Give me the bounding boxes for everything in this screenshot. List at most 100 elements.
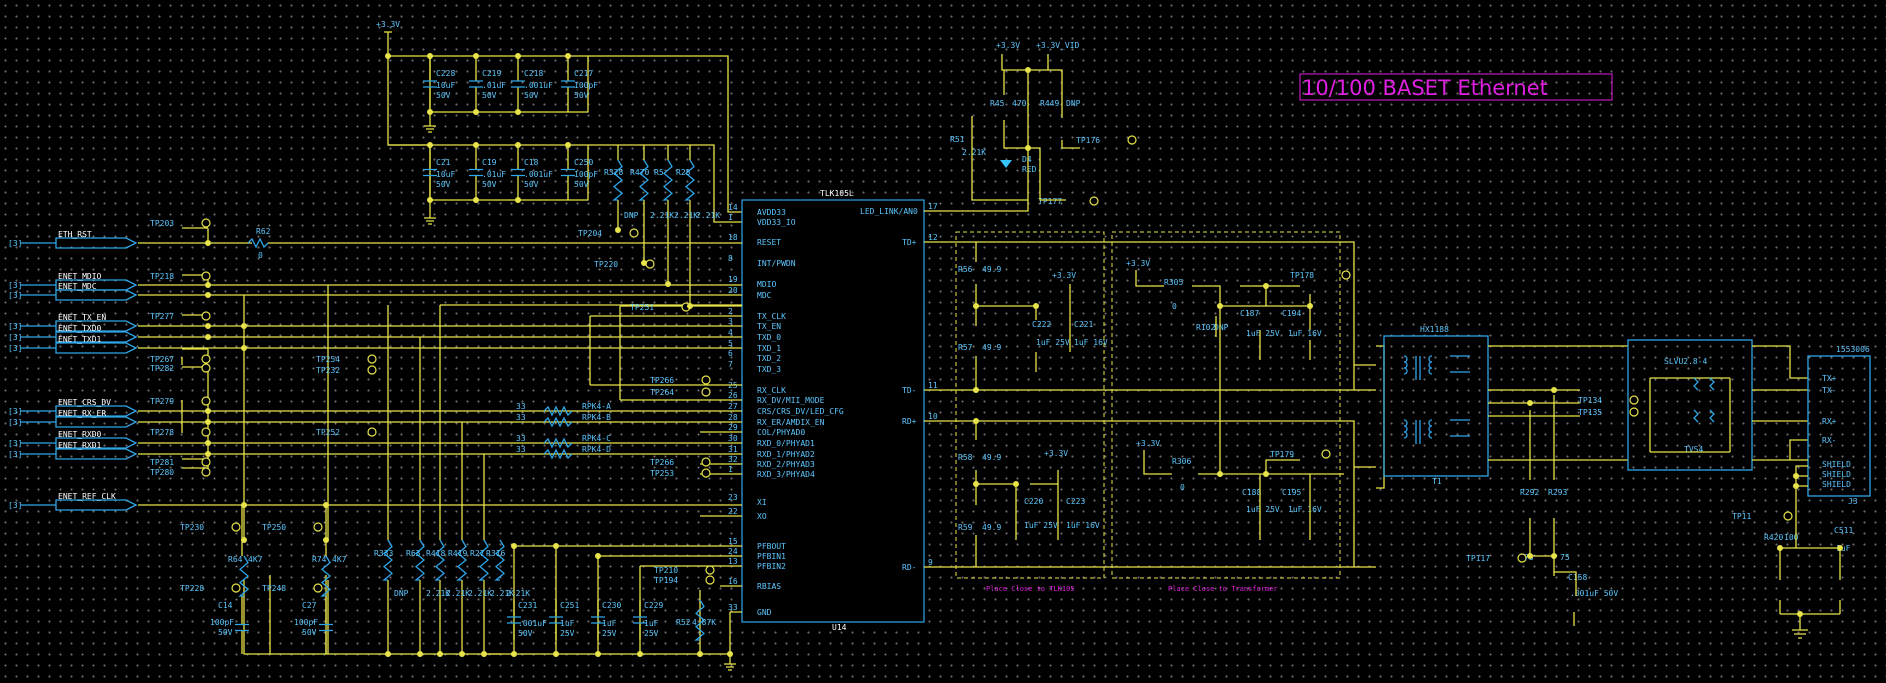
- capacitor-symbol: [511, 168, 525, 177]
- testpoint-label: TP280: [150, 468, 174, 477]
- chip-pin-number: 4: [728, 328, 733, 337]
- resistor-symbol: [238, 555, 250, 597]
- junction-dot: [1307, 303, 1313, 309]
- chip-pin-name: RXD_1/PHYAD2: [757, 450, 815, 459]
- signal-ref: [3]: [8, 450, 22, 459]
- c158-value: .001uF 50V: [1570, 589, 1618, 598]
- testpoint-icon: [201, 271, 211, 281]
- signal-connectors: [3]ETH_RST[3]ENET_MDIO[3]ENET_MDC[3]ENET…: [8, 230, 138, 511]
- title-box: [1299, 73, 1613, 101]
- r449-ref: R449: [1040, 99, 1059, 108]
- r62-value: 0: [258, 251, 263, 260]
- testpoint-icon: [1783, 511, 1793, 521]
- chip-pin-name: LED_LINK/AN0: [860, 207, 918, 216]
- c27-ref: C27: [302, 601, 317, 610]
- testpoint-icon: [705, 575, 715, 585]
- signal-ref: [3]: [8, 344, 22, 353]
- tvs-part: SLVU2.8-4: [1664, 357, 1708, 366]
- bottom-capacitors: C231.001uF50VC2511uF25VC2301uF25VC2291uF…: [507, 600, 663, 640]
- signal-name: ENET_RXD0: [58, 430, 102, 439]
- resistor-value: 2.21K: [446, 589, 470, 598]
- junction-dot: [205, 292, 211, 298]
- signal-ref: [3]: [8, 281, 22, 290]
- capacitor-value: .01uF: [482, 81, 506, 90]
- signal-name: ENET_TXD0: [58, 324, 102, 333]
- junction-dot: [241, 323, 247, 329]
- signal-ref: [3]: [8, 439, 22, 448]
- resistor-value: 2.21K: [650, 211, 674, 220]
- signal-port: [20, 331, 138, 343]
- testpoint-label: TP134: [1578, 396, 1602, 405]
- testpoint-icon: [201, 457, 211, 467]
- junction-dot: [205, 323, 211, 329]
- resistor-value: DNP: [624, 211, 639, 220]
- c27-value: 100pF: [294, 618, 318, 627]
- testpoint-icon: [367, 427, 377, 437]
- capacitor-ref: C251: [560, 601, 579, 610]
- capacitor-voltage: 25V: [602, 629, 617, 638]
- chip-pin-name: TXD_0: [757, 333, 781, 342]
- t1-part: HX1188: [1420, 325, 1449, 334]
- resistor-value: 2.21K: [426, 589, 450, 598]
- chip-pin-number: 9: [928, 558, 933, 567]
- capacitor-ref: C228: [436, 69, 455, 78]
- junction-dot: [427, 197, 433, 203]
- chip-part: TLK105L: [820, 189, 854, 198]
- capacitor-ref: C229: [644, 601, 663, 610]
- transformer-symbol: [1383, 335, 1489, 477]
- power-label: +3.3V_VID: [1036, 41, 1080, 50]
- chip-pin-name: TX_EN: [757, 322, 781, 331]
- testpoint-label: TP176: [1076, 136, 1100, 145]
- junction-dot: [697, 651, 703, 657]
- capacitor-symbol: [561, 80, 575, 88]
- chip-pin-name: TXD_2: [757, 354, 781, 363]
- chip-pin-name: RD+: [902, 417, 917, 426]
- c187-ref: C187: [1240, 309, 1259, 318]
- capacitor-ref: C217: [574, 69, 593, 78]
- d4-ref: D4: [1022, 155, 1032, 164]
- resistor-symbol: [414, 539, 426, 581]
- capacitor-symbol: [511, 80, 525, 88]
- chip-pin-name: RD-: [902, 563, 916, 572]
- resistor-ref: R25: [676, 168, 691, 177]
- testpoint-label: TP230: [180, 523, 204, 532]
- junction-dot: [1551, 387, 1557, 393]
- junction-dot: [641, 260, 647, 266]
- junction-dot: [241, 345, 247, 351]
- testpoint-label: TP204: [578, 229, 602, 238]
- testpoint-icon: [1341, 270, 1351, 280]
- junction-dot: [427, 142, 433, 148]
- r57-ref: R57: [958, 343, 973, 352]
- junction-dot: [241, 537, 247, 543]
- chip-pin-number: 1: [728, 465, 733, 474]
- signal-port: [20, 279, 138, 291]
- signal-port: [20, 448, 138, 460]
- chip-pin-number: 15: [728, 537, 738, 546]
- capacitor-value: 1uF: [602, 619, 617, 628]
- c511-value: 1uF: [1836, 544, 1851, 553]
- tvs-ref: TVS4: [1684, 445, 1703, 454]
- capacitor-symbol: [507, 616, 521, 624]
- testpoint-label: TP264: [650, 388, 674, 397]
- resistor-symbol: [456, 539, 468, 581]
- junction-dot: [973, 303, 979, 309]
- capacitor-value: 10uF: [436, 170, 455, 179]
- chip-pin-number: 2: [728, 307, 733, 316]
- testpoint-label: TP254: [316, 355, 340, 364]
- junction-dot: [1793, 473, 1799, 479]
- chip-pin-number: 26: [728, 391, 738, 400]
- signal-ref: [3]: [8, 322, 22, 331]
- capacitor-value: 10uF: [436, 81, 455, 90]
- signal-ref: [3]: [8, 291, 22, 300]
- jack-pin-name: SHIELD: [1822, 470, 1851, 479]
- chip-pin-name: PFBIN1: [757, 552, 786, 561]
- testpoint-label: TP266: [650, 458, 674, 467]
- r420-ref: R420: [1764, 533, 1783, 542]
- testpoint-icon: [1089, 196, 1099, 206]
- jack-pin-name: SHIELD: [1822, 460, 1851, 469]
- junction-dot: [511, 543, 517, 549]
- junction-dot: [241, 502, 247, 508]
- note-tlk105: Place Close to TLK105: [986, 585, 1075, 593]
- junction-dot: [1551, 553, 1557, 559]
- chip-pin-name: RXD_2/PHYAD3: [757, 460, 815, 469]
